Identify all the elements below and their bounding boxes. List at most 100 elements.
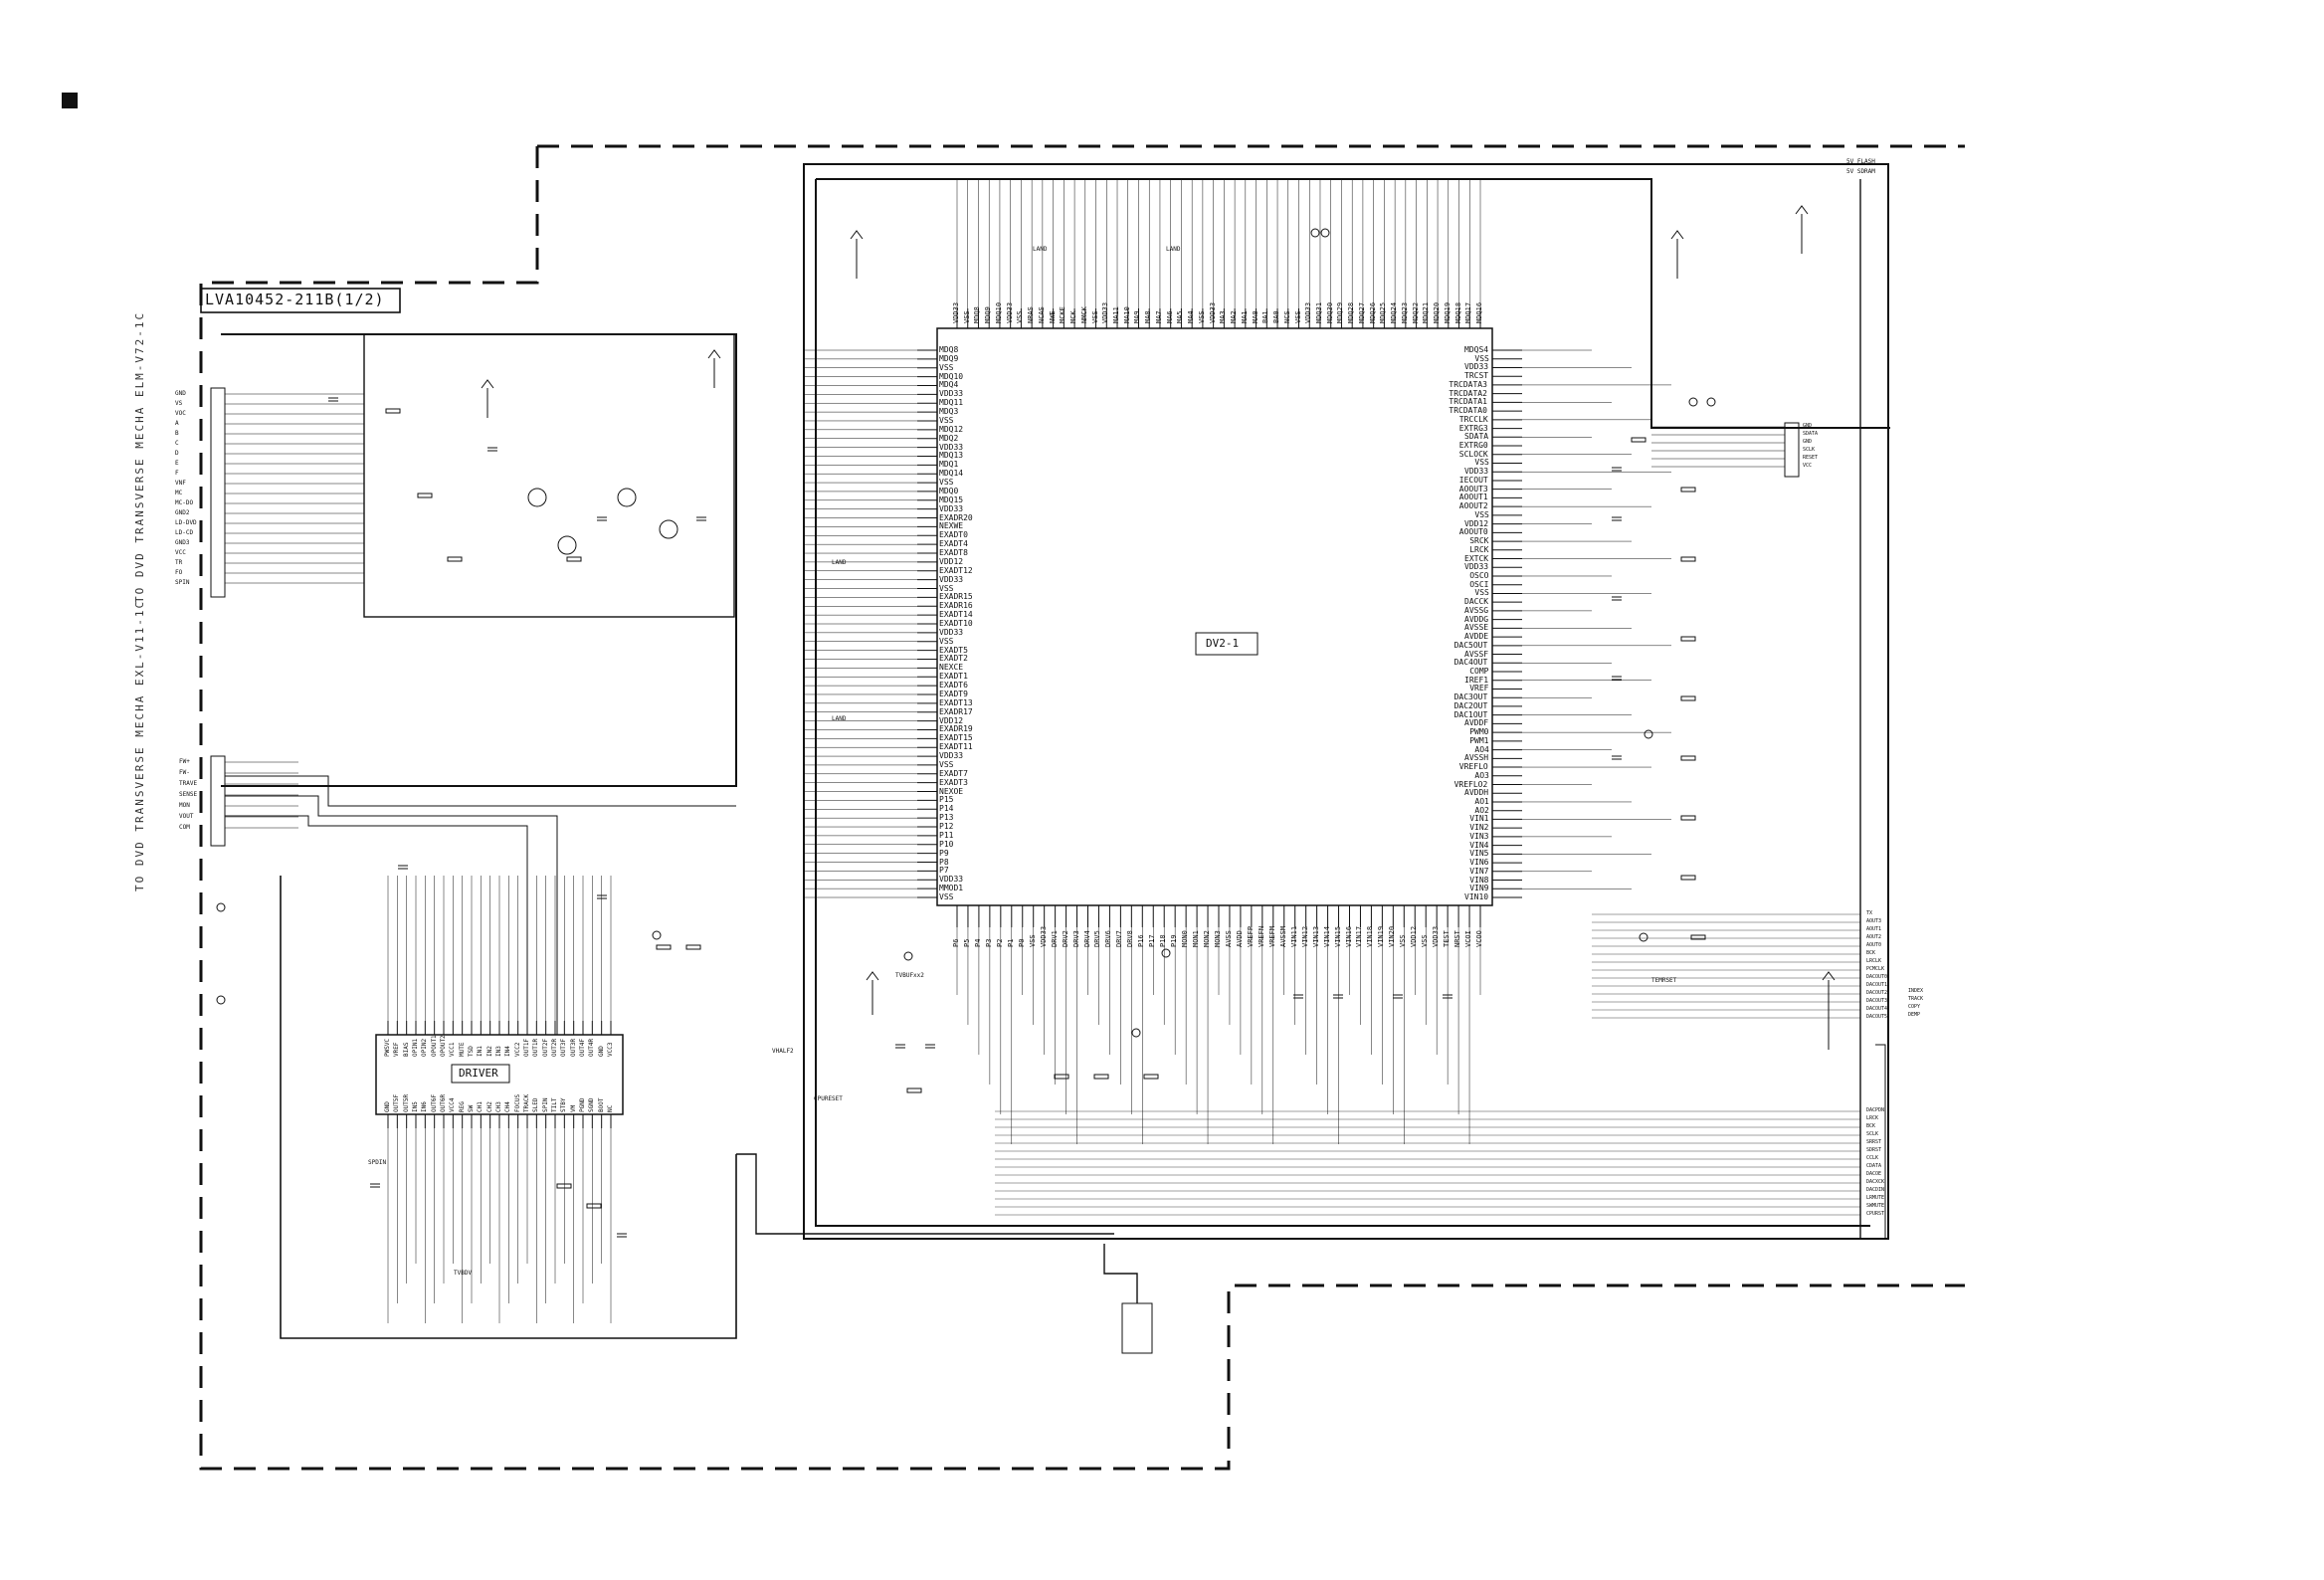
main-ic-top-pin-label: VDD33 xyxy=(1304,301,1313,323)
main-ic-pin-stubs xyxy=(917,308,1522,927)
main-ic-bottom-pin-label: VREFP xyxy=(1246,925,1255,947)
pickup-interface-block xyxy=(363,333,735,618)
bottom-output-label: LRMUTE xyxy=(1866,1195,1885,1201)
main-ic-top-pin-label: MDQ9 xyxy=(984,306,993,323)
main-ic-top-pin-label: MDQ20 xyxy=(1433,301,1442,323)
upper-conn-pin-label: GND xyxy=(175,390,186,397)
tvbuf-net: TVBUFxx2 xyxy=(895,972,924,979)
main-ic-left-pin-label: NEXCE xyxy=(939,663,964,673)
resistor xyxy=(1680,815,1696,821)
right-output-label: BCK xyxy=(1866,950,1876,956)
resistor xyxy=(1680,875,1696,881)
right-output-label: DACOUT0 xyxy=(1866,974,1888,980)
signal-bus-lines xyxy=(804,179,1860,1216)
main-ic-left-pin-label: P9 xyxy=(939,848,949,858)
main-ic-right-pin-label: SRCK xyxy=(1469,536,1489,546)
driver-bottom-pin-label: SW xyxy=(468,1104,475,1112)
driver-top-pin-label: BIAS xyxy=(402,1042,410,1057)
driver-top-pin-label: PWSVC xyxy=(384,1038,391,1057)
driver-bottom-pin-label: TRACK xyxy=(523,1093,530,1112)
main-ic-bottom-pin-label: VDD12 xyxy=(1410,925,1419,947)
driver-frame xyxy=(280,876,737,1339)
main-ic-right-pin-label: VIN5 xyxy=(1469,849,1489,859)
main-ic-right-pin-label: VREFLO xyxy=(1458,762,1488,772)
driver-bottom-pin-label: REG xyxy=(458,1101,466,1112)
main-ic-right-pin-label: PWM1 xyxy=(1469,735,1489,745)
test-point xyxy=(652,930,662,940)
upper-conn-pin-label: GND2 xyxy=(175,509,190,516)
main-ic-right-pin-label: OSCI xyxy=(1469,579,1489,589)
upper-conn-pin-label: D xyxy=(175,450,179,457)
upper-conn-pin-label: A xyxy=(175,420,179,427)
resistor xyxy=(1680,556,1696,562)
main-ic-bottom-pin-label: VIN16 xyxy=(1344,925,1353,947)
driver-top-pin-label: VCC2 xyxy=(513,1042,521,1057)
main-ic-left-pin-label: EXADR20 xyxy=(939,512,973,522)
driver-top-pin-label: IN2 xyxy=(485,1046,493,1057)
main-ic-bottom-pin-label: VIN18 xyxy=(1366,925,1375,947)
lower-conn-pin-label: SENSE xyxy=(179,791,198,798)
main-ic-top-pin-label: MA3 xyxy=(1219,310,1228,323)
main-ic-left-pin-label: MDQ12 xyxy=(939,424,964,434)
driver-bottom-pin-label: IN5 xyxy=(412,1101,419,1112)
upper-conn-pin-label: TR xyxy=(175,559,183,566)
main-ic-top-pin-label: MA5 xyxy=(1176,310,1185,323)
lower-conn-pin-label: FW+ xyxy=(179,758,190,765)
driver-bottom-pin-label: STBY xyxy=(560,1097,568,1112)
main-ic-bottom-pin-label: VIN11 xyxy=(1289,925,1298,947)
main-ic-bottom-pin-label: VCOO xyxy=(1475,930,1483,947)
main-ic-bottom-pin-label: VSS xyxy=(1421,934,1430,947)
main-ic-top-pin-label: MCK xyxy=(1069,310,1078,323)
resistor xyxy=(556,1183,572,1189)
driver-bottom-pin-label: SPIN xyxy=(541,1097,549,1112)
upper-conn-pin-label: E xyxy=(175,460,179,467)
main-ic-right-pin-label: AO1 xyxy=(1474,796,1489,806)
main-ic-left-pin-label: VDD12 xyxy=(939,715,964,725)
driver-bottom-pin-label: VM xyxy=(569,1104,577,1112)
main-ic-left-pin-label: MDQ0 xyxy=(939,486,959,495)
main-ic-top-pin-label: VDD33 xyxy=(1101,301,1110,323)
resistor xyxy=(1093,1074,1109,1080)
main-ic-right-pin-label: OSCO xyxy=(1469,570,1489,580)
main-ic-right-pin-label: VIN1 xyxy=(1469,814,1489,824)
main-ic-right-pin-label: AO3 xyxy=(1474,770,1489,780)
bottom-output-label: SWMUTE xyxy=(1866,1203,1885,1209)
right-output-label: AOUT2 xyxy=(1866,934,1882,940)
main-ic-bottom-pin-label: DRV6 xyxy=(1104,930,1113,947)
bottom-output-label: DACPDN xyxy=(1866,1107,1885,1113)
driver-pin-stubs xyxy=(387,876,612,1323)
supply-symbol-6 xyxy=(866,971,879,1015)
main-ic-top-pin-label: VSS xyxy=(1293,310,1302,323)
bottom-output-label: CDATA xyxy=(1866,1163,1882,1169)
main-ic-bottom-pin-label: DRV2 xyxy=(1061,930,1069,947)
main-ic-bottom-pin-label: VSS xyxy=(1028,934,1037,947)
main-ic-top-pin-label: MDQ24 xyxy=(1390,301,1399,323)
main-ic-bottom-pin-label: P18 xyxy=(1159,934,1168,947)
main-ic-right-pin-label: VSS xyxy=(1474,458,1489,468)
main-ic-top-pin-label: MA11 xyxy=(1112,306,1121,323)
driver-bottom-pin-label: OUT5R xyxy=(402,1093,410,1112)
resistor xyxy=(1680,755,1696,761)
right-output-label: DACOUT3 xyxy=(1866,998,1888,1004)
main-ic-left-pin-label: EXADR19 xyxy=(939,724,973,734)
main-ic-bottom-pin-label: VDD33 xyxy=(1039,925,1048,947)
main-ic-right-pin-label: VIN3 xyxy=(1469,831,1489,841)
resistor xyxy=(1680,487,1696,493)
main-ic-bottom-pin-label: P3 xyxy=(984,938,993,947)
main-ic-left-pin-label: EXADR15 xyxy=(939,592,973,602)
main-ic-bottom-pin-label: VIN13 xyxy=(1311,925,1320,947)
driver-bottom-pin-label: SLED xyxy=(532,1097,540,1112)
main-ic-left-pin-label: EXADT10 xyxy=(939,619,973,628)
supply-symbol-4 xyxy=(707,349,721,388)
main-ic-label-box xyxy=(1195,632,1259,656)
main-ic-right-pin-label: AVDDE xyxy=(1464,632,1489,642)
main-ic-bottom-pin-label: DRV8 xyxy=(1126,930,1135,947)
main-ic-left-pin-label: P15 xyxy=(939,795,954,805)
main-ic-left-pin-label: EXADT6 xyxy=(939,681,968,691)
main-ic-left-pin-label: MDQ15 xyxy=(939,494,964,504)
main-ic-bottom-pin-label: AVSS xyxy=(1224,930,1233,947)
main-ic-right-pin-label: VSS xyxy=(1474,509,1489,519)
oscillator-block xyxy=(1121,1302,1153,1354)
land-label-4: LAND xyxy=(832,715,847,722)
upper-conn-pin-label: FO xyxy=(175,569,183,576)
